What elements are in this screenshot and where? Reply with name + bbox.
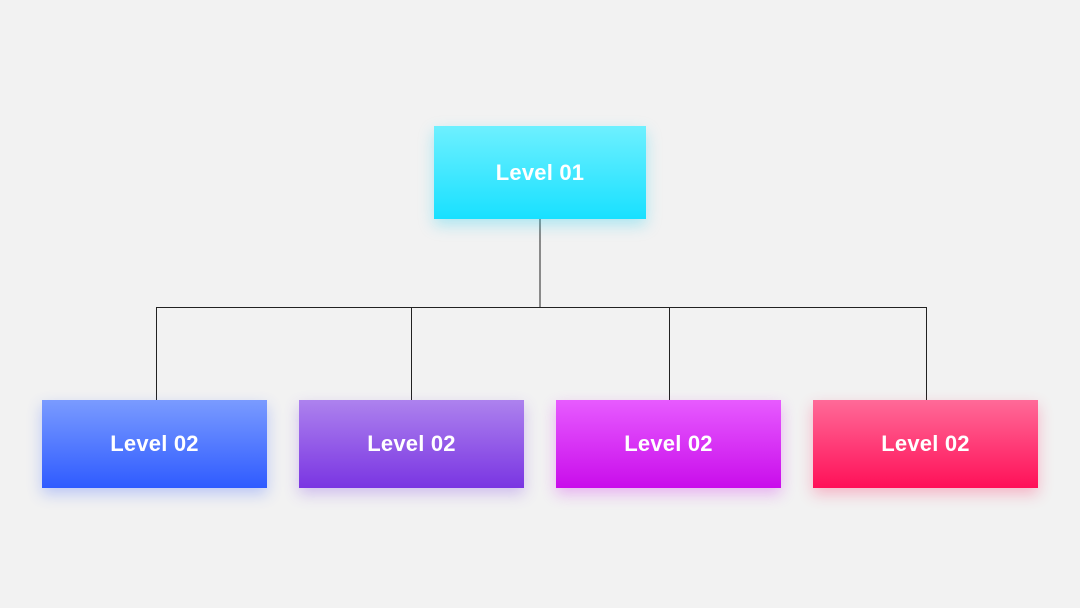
node-level-02-2-label: Level 02 xyxy=(367,431,456,456)
node-level-02-4: Level 02 xyxy=(813,400,1038,488)
node-level-02-3: Level 02 xyxy=(556,400,781,488)
node-level-02-3-label: Level 02 xyxy=(624,431,713,456)
node-level-02-2: Level 02 xyxy=(299,400,524,488)
node-level-01-label: Level 01 xyxy=(495,159,585,185)
node-level-02-4-label: Level 02 xyxy=(881,431,970,456)
node-level-02-1-label: Level 02 xyxy=(110,431,199,456)
node-level-01: Level 01 xyxy=(434,126,646,219)
node-level-02-1: Level 02 xyxy=(42,400,267,488)
